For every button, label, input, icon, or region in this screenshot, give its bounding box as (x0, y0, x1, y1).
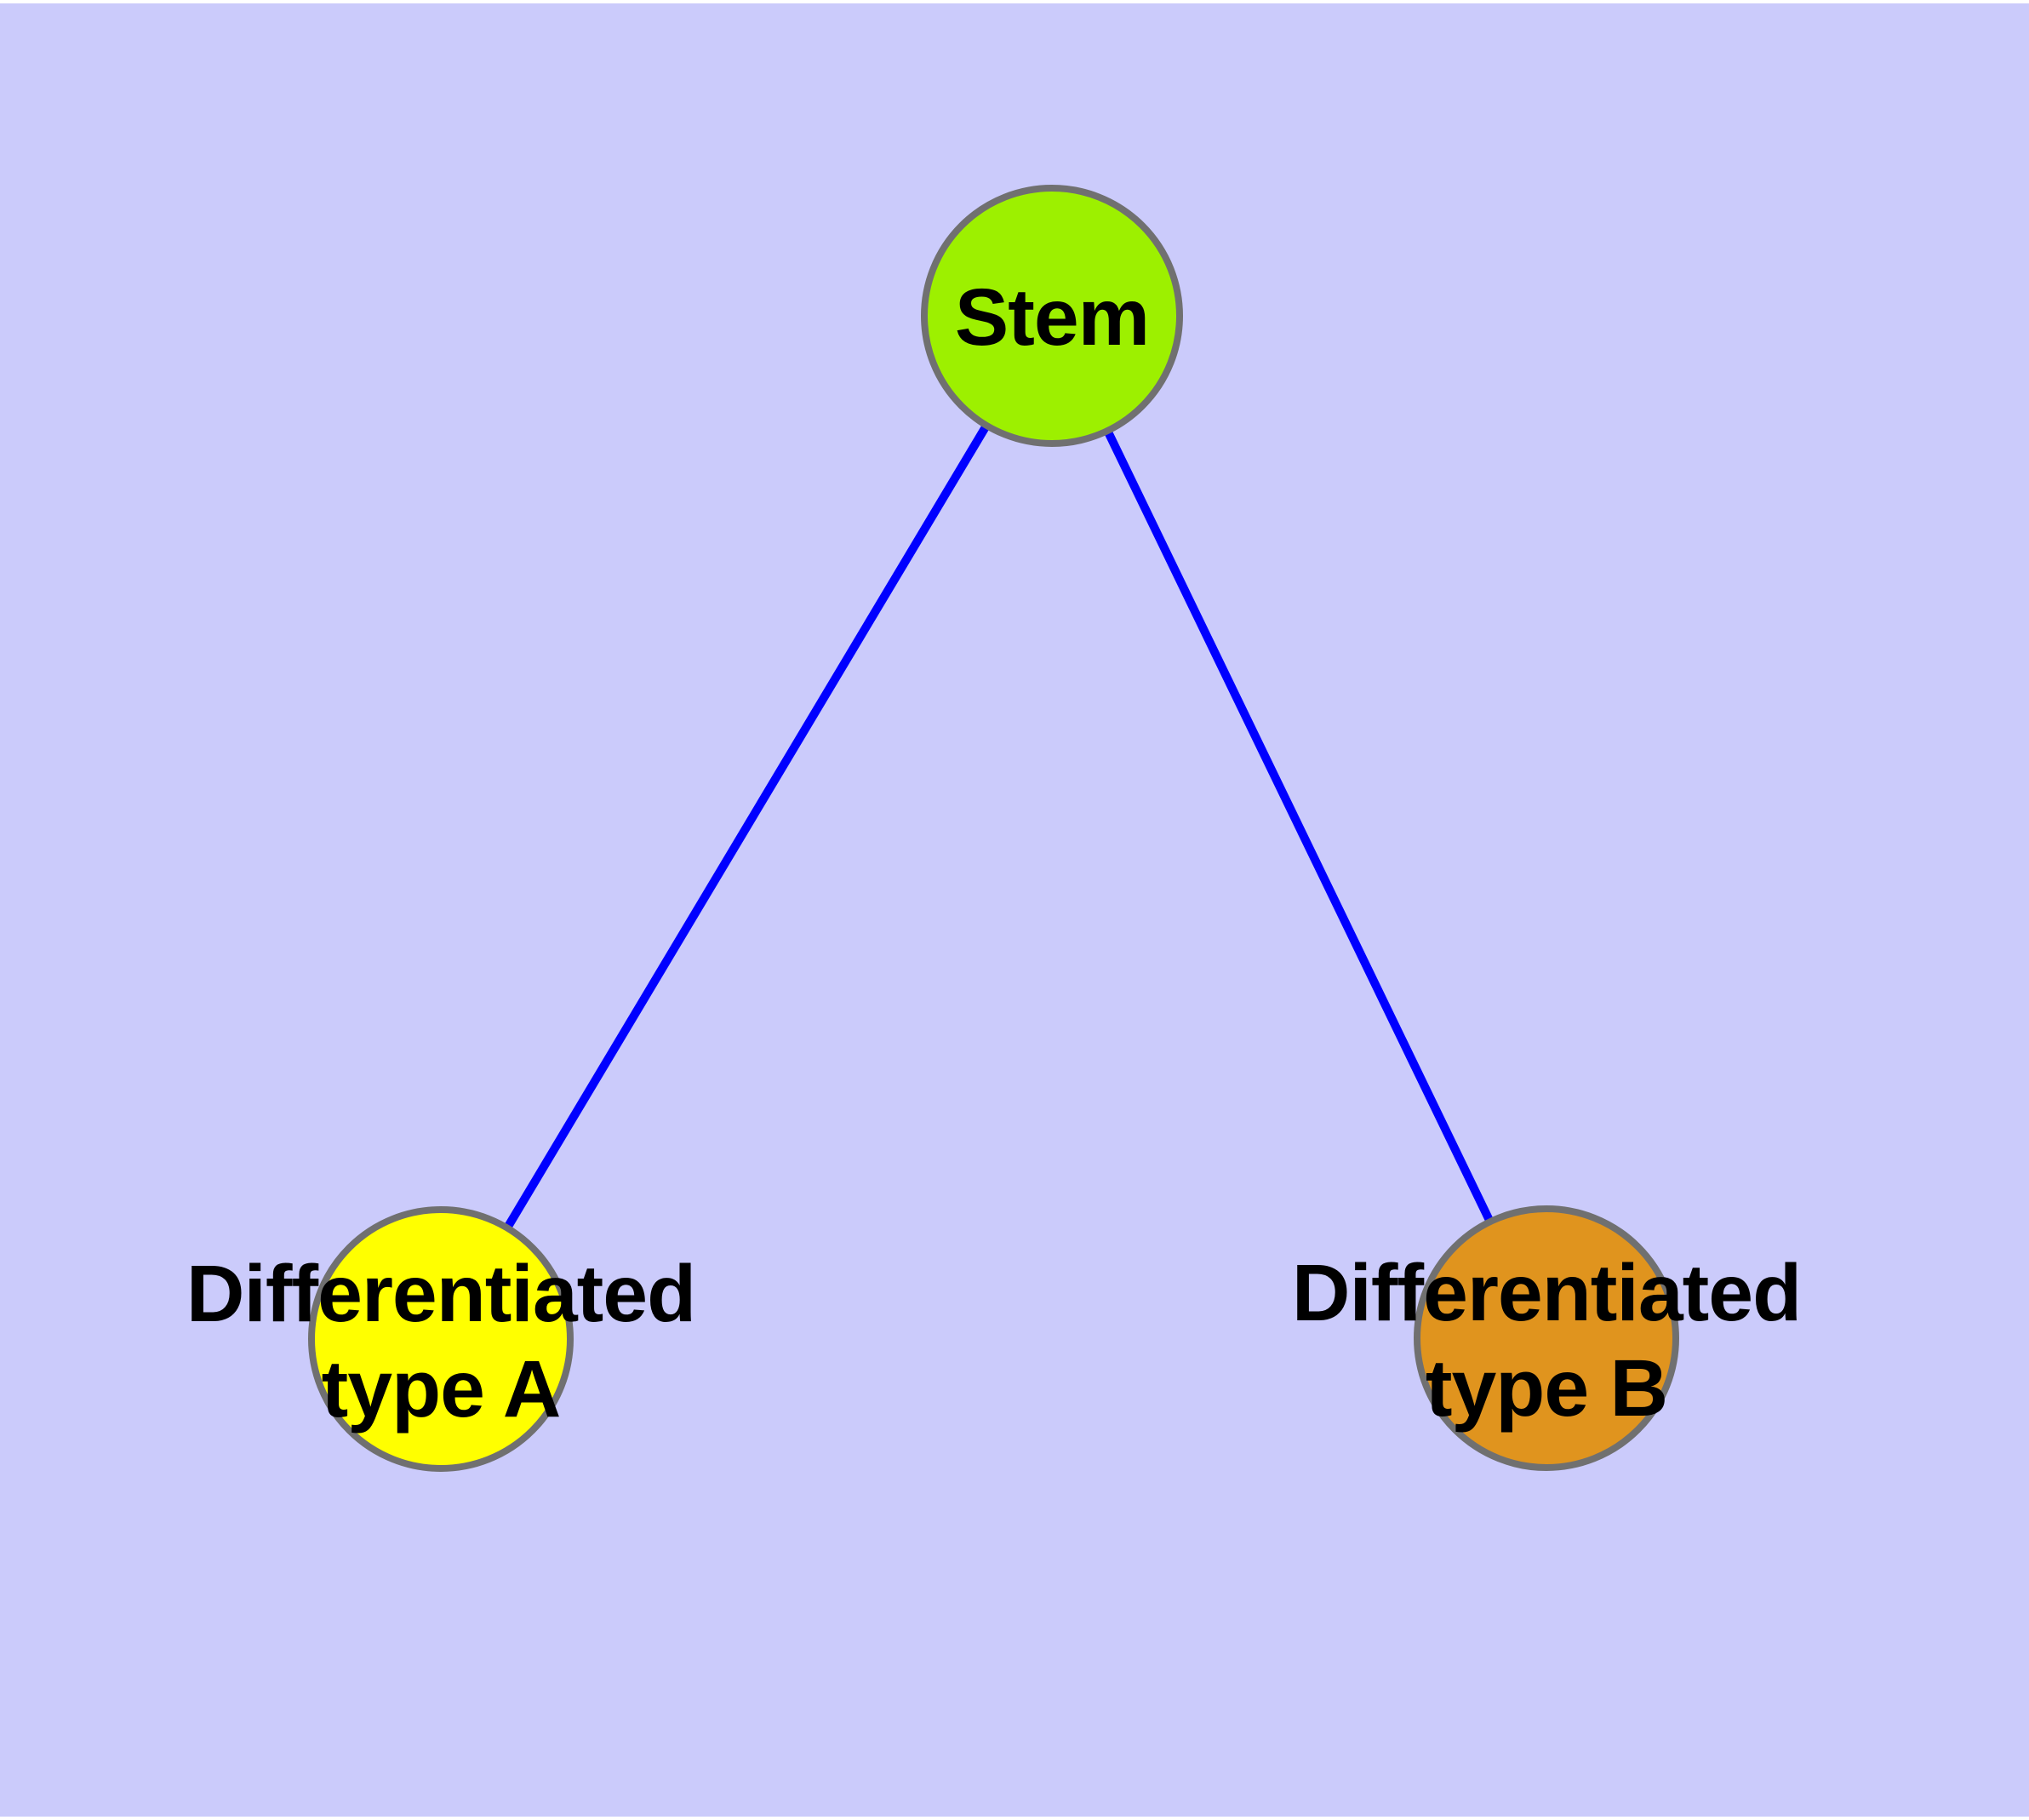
type-b-node (1414, 1205, 1679, 1471)
edge-stem-to-type-a (437, 313, 1056, 1342)
edge-stem-to-type-b (1048, 313, 1551, 1341)
stem-node (921, 185, 1183, 447)
type-a-node (308, 1206, 574, 1472)
